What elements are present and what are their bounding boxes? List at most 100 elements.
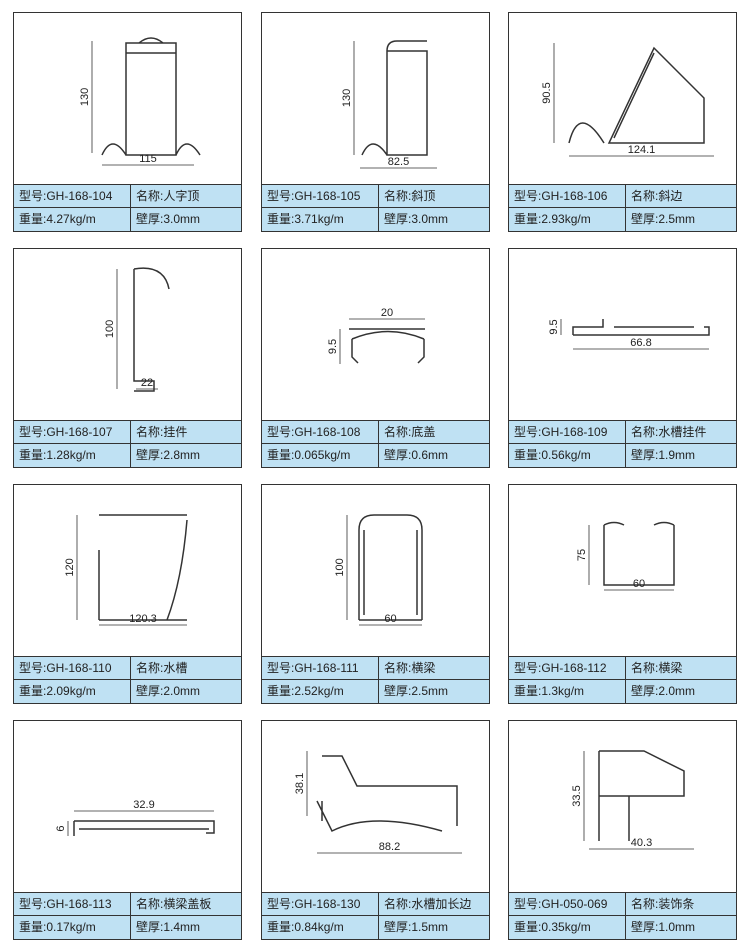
- wall-cell: 壁厚:1.0mm: [626, 916, 736, 939]
- weight-cell: 重量:3.71kg/m: [262, 208, 379, 231]
- weight-label: 重量:: [514, 212, 542, 226]
- profile-shape: [316, 755, 458, 833]
- weight-label: 重量:: [19, 448, 47, 462]
- width-dimension: 124.1: [628, 144, 656, 156]
- weight-value: 4.27kg/m: [46, 212, 96, 226]
- name-label: 名称:: [631, 897, 659, 911]
- model-label: 型号:: [267, 897, 295, 911]
- spec-row: 重量:1.3kg/m 壁厚:2.0mm: [508, 680, 737, 704]
- model-cell: 型号:GH-168-112: [509, 657, 626, 679]
- height-dimension: 100: [334, 558, 346, 576]
- weight-value: 2.52kg/m: [294, 684, 344, 698]
- model-value: GH-168-130: [294, 897, 361, 911]
- wall-label: 壁厚:: [384, 448, 412, 462]
- name-label: 名称:: [136, 897, 164, 911]
- name-cell: 名称:挂件: [131, 421, 241, 443]
- model-cell: 型号:GH-168-113: [14, 893, 131, 915]
- weight-label: 重量:: [267, 920, 295, 934]
- spec-row: 重量:3.71kg/m 壁厚:3.0mm: [261, 208, 490, 232]
- weight-value: 0.065kg/m: [294, 448, 351, 462]
- spec-table: 型号:GH-168-110 名称:水槽 重量:2.09kg/m 壁厚:2.0mm: [13, 656, 242, 704]
- weight-cell: 重量:0.56kg/m: [509, 444, 626, 467]
- wall-label: 壁厚:: [631, 212, 659, 226]
- spec-row: 型号:GH-168-110 名称:水槽: [13, 657, 242, 680]
- height-dimension: 9.5: [548, 319, 560, 334]
- spec-row: 重量:2.52kg/m 壁厚:2.5mm: [261, 680, 490, 704]
- wall-label: 壁厚:: [384, 212, 412, 226]
- wall-cell: 壁厚:1.4mm: [131, 916, 241, 939]
- wall-label: 壁厚:: [631, 920, 659, 934]
- wall-label: 壁厚:: [631, 684, 659, 698]
- wall-value: 2.0mm: [163, 684, 201, 698]
- spec-row: 重量:0.35kg/m 壁厚:1.0mm: [508, 916, 737, 940]
- profile-shape: [361, 40, 428, 156]
- weight-label: 重量:: [19, 684, 47, 698]
- weight-cell: 重量:0.065kg/m: [262, 444, 379, 467]
- spec-row: 型号:GH-168-104 名称:人字顶: [13, 185, 242, 208]
- spec-row: 型号:GH-168-130 名称:水槽加长边: [261, 893, 490, 916]
- weight-cell: 重量:1.28kg/m: [14, 444, 131, 467]
- model-cell: 型号:GH-168-105: [262, 185, 379, 207]
- wall-cell: 壁厚:2.5mm: [626, 208, 736, 231]
- profile-shape: [349, 328, 425, 364]
- name-value: 水槽加长边: [411, 897, 472, 911]
- model-value: GH-168-106: [541, 189, 608, 203]
- name-label: 名称:: [631, 425, 659, 439]
- width-dimension: 120.3: [129, 613, 157, 625]
- profile-drawing: 33.540.3: [571, 750, 694, 850]
- name-label: 名称:: [136, 189, 164, 203]
- width-dimension: 66.8: [630, 337, 651, 349]
- model-label: 型号:: [514, 425, 542, 439]
- spec-row: 重量:0.17kg/m 壁厚:1.4mm: [13, 916, 242, 940]
- height-dimension: 6: [55, 825, 67, 831]
- name-value: 挂件: [163, 425, 188, 439]
- height-dimension: 33.5: [571, 785, 583, 806]
- name-cell: 名称:人字顶: [131, 185, 241, 207]
- wall-label: 壁厚:: [136, 684, 164, 698]
- name-value: 斜边: [658, 189, 683, 203]
- weight-label: 重量:: [19, 920, 47, 934]
- profile-drawing: 9.520: [327, 307, 425, 364]
- model-cell: 型号:GH-050-069: [509, 893, 626, 915]
- name-value: 横梁盖板: [163, 897, 212, 911]
- name-cell: 名称:水槽: [131, 657, 241, 679]
- weight-cell: 重量:2.09kg/m: [14, 680, 131, 703]
- wall-value: 1.9mm: [658, 448, 696, 462]
- width-dimension: 22: [141, 377, 153, 389]
- height-dimension: 130: [341, 89, 353, 107]
- wall-value: 2.5mm: [411, 684, 449, 698]
- wall-value: 2.8mm: [163, 448, 201, 462]
- wall-label: 壁厚:: [384, 684, 412, 698]
- model-value: GH-168-110: [46, 661, 112, 675]
- wall-cell: 壁厚:1.9mm: [626, 444, 736, 467]
- wall-value: 1.0mm: [658, 920, 696, 934]
- profile-shape: [101, 37, 201, 156]
- wall-cell: 壁厚:2.5mm: [379, 680, 489, 703]
- width-dimension: 88.2: [379, 841, 400, 853]
- weight-value: 0.17kg/m: [46, 920, 96, 934]
- weight-value: 3.71kg/m: [294, 212, 344, 226]
- model-label: 型号:: [19, 661, 47, 675]
- model-label: 型号:: [19, 189, 47, 203]
- weight-cell: 重量:0.35kg/m: [509, 916, 626, 939]
- model-label: 型号:: [514, 189, 542, 203]
- model-cell: 型号:GH-168-104: [14, 185, 131, 207]
- name-value: 人字顶: [163, 189, 200, 203]
- model-label: 型号:: [267, 661, 295, 675]
- width-dimension: 32.9: [133, 799, 154, 811]
- model-value: GH-050-069: [541, 897, 608, 911]
- profile-shape: [603, 521, 675, 586]
- weight-value: 0.35kg/m: [541, 920, 591, 934]
- height-dimension: 100: [104, 320, 116, 338]
- profile-drawing: 38.188.2: [294, 751, 462, 854]
- name-cell: 名称:底盖: [379, 421, 489, 443]
- width-dimension: 60: [384, 613, 396, 625]
- model-value: GH-168-104: [46, 189, 113, 203]
- model-label: 型号:: [267, 425, 295, 439]
- wall-cell: 壁厚:2.0mm: [626, 680, 736, 703]
